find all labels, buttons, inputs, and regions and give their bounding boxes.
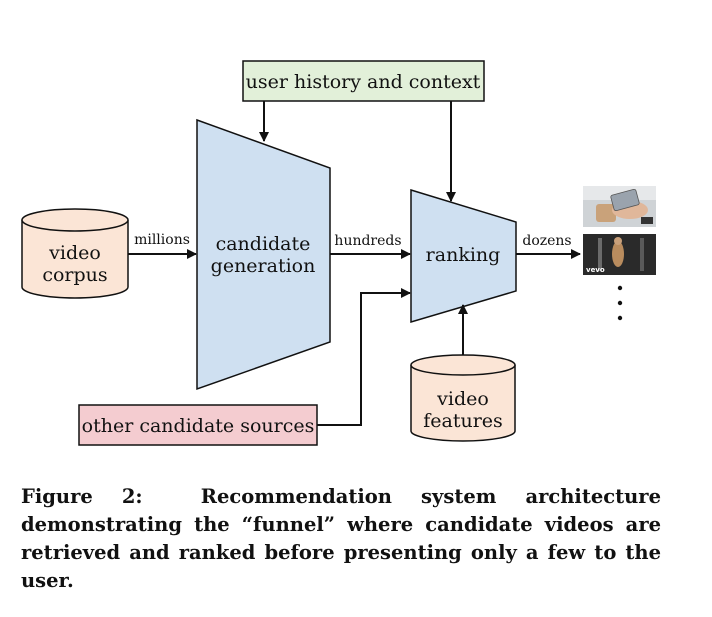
figure-caption: Figure 2: Recommendation system architec…	[21, 483, 661, 595]
video-features-label-line1: video	[436, 388, 489, 410]
video-corpus-label-line1: video	[48, 242, 101, 264]
arrow-other-sources-to-ranking	[317, 288, 411, 426]
candidate-generation-label-line2: generation	[211, 255, 316, 277]
vevo-watermark: vevo	[586, 266, 605, 274]
candidate-generation-funnel: candidate generation	[196, 118, 331, 391]
video-thumbnail-2: vevo	[583, 234, 656, 275]
other-sources-label: other candidate sources	[82, 415, 315, 437]
other-sources-box: other candidate sources	[78, 404, 318, 446]
edge-label-hundreds: hundreds	[334, 233, 401, 249]
candidate-generation-label-line1: candidate	[216, 233, 311, 255]
user-history-box: user history and context	[242, 60, 485, 102]
video-features-cylinder: video features	[410, 354, 516, 442]
more-dot-1	[617, 285, 623, 291]
video-thumbnail-1	[583, 186, 656, 227]
edge-label-millions: millions	[134, 232, 190, 248]
ranking-funnel: ranking	[410, 188, 517, 324]
more-dot-3	[617, 315, 623, 321]
ranking-label: ranking	[426, 244, 501, 266]
caption-text: Recommendation system architecture demon…	[21, 485, 661, 592]
video-features-label-line2: features	[423, 410, 503, 432]
video-corpus-cylinder: video corpus	[21, 208, 129, 299]
video-corpus-label-line2: corpus	[42, 264, 107, 286]
edge-label-dozens: dozens	[522, 233, 571, 249]
user-history-label: user history and context	[246, 71, 481, 93]
architecture-diagram: user history and context video corpus ca…	[21, 60, 656, 446]
more-dot-2	[617, 300, 623, 306]
caption-label: Figure 2:	[21, 485, 143, 508]
